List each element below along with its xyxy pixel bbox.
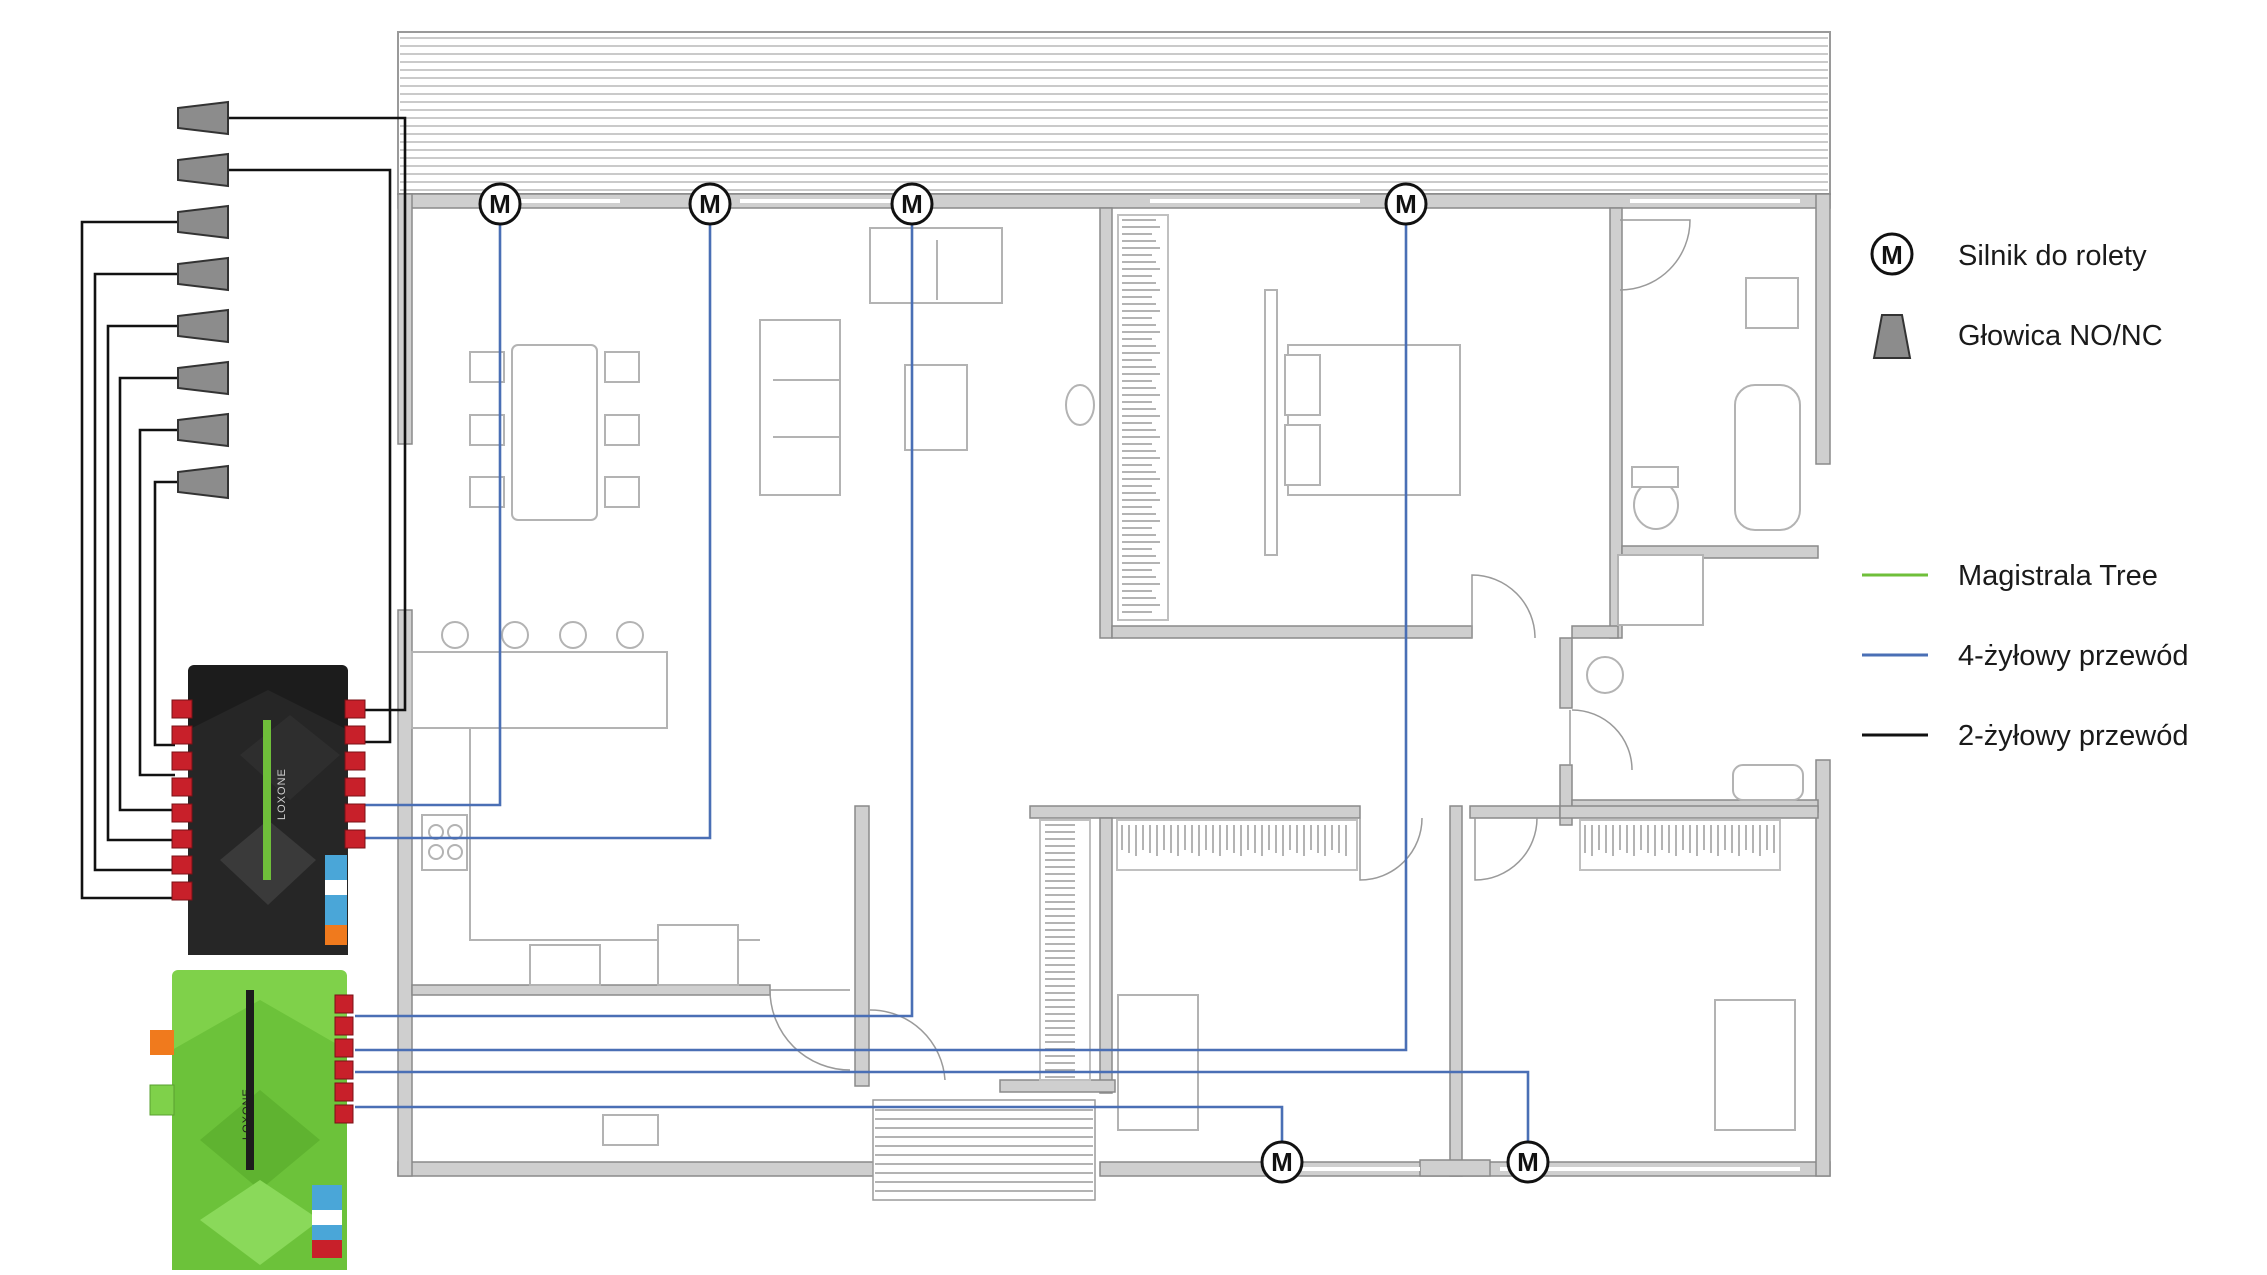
legend-motor-letter: M (1881, 240, 1903, 270)
terminal (171, 803, 193, 823)
terminal (171, 829, 193, 849)
motor-icon (478, 182, 522, 226)
shutter-motor: M (1506, 1140, 1550, 1184)
floor-plan (397, 31, 1831, 1201)
loxone-extension: LOXONE (149, 970, 354, 1270)
valve-head-icon (177, 308, 229, 344)
wardrobe-hatching (1045, 219, 1775, 1078)
legend-label-two-wire: 2-żyłowy przewód (1958, 720, 2188, 752)
valve-head-icon (177, 412, 229, 448)
valve-head-icon (177, 256, 229, 292)
loxone-miniserver: LOXONE (171, 665, 366, 955)
four-wire-cable (355, 1070, 1530, 1160)
miniserver-brand: LOXONE (276, 768, 288, 820)
legend-item-four-wire: 4-żyłowy przewód (1862, 640, 2188, 672)
legend-label-valve: Głowica NO/NC (1958, 320, 2163, 352)
shutter-motor: M (478, 182, 522, 226)
terminal (171, 725, 193, 745)
terminal (334, 1038, 354, 1058)
shutter-motors: M M M M M M (478, 182, 1550, 1184)
terminal (171, 751, 193, 771)
legend-item-tree: Magistrala Tree (1862, 560, 2158, 592)
terminal (344, 751, 366, 771)
valve-head-icon (177, 100, 229, 136)
valve-head-icon (177, 464, 229, 500)
valve-head-icon (177, 360, 229, 396)
terminal (334, 994, 354, 1014)
two-wire-cable (228, 116, 407, 712)
terminal (171, 855, 193, 875)
four-wire-cable (355, 205, 914, 1018)
valve-head-icon (177, 152, 229, 188)
motor-icon (1260, 1140, 1304, 1184)
terminal (334, 1104, 354, 1124)
extension-brand: LOXONE (241, 1088, 253, 1140)
terminal (344, 725, 366, 745)
motor-letter: M (699, 189, 721, 219)
two-wire-cable (118, 376, 228, 812)
two-wire-cable (80, 220, 228, 900)
motor-letter: M (489, 189, 511, 219)
two-wire-cable (106, 324, 228, 842)
shutter-motor: M (890, 182, 934, 226)
doors (769, 219, 1691, 1081)
two-wire-cable (93, 272, 228, 872)
four-wire-cable (355, 205, 1408, 1052)
terminal (334, 1060, 354, 1080)
legend-label-tree: Magistrala Tree (1958, 560, 2158, 592)
windows (500, 199, 1800, 1171)
terminal (334, 1082, 354, 1102)
shutter-motor: M (1384, 182, 1428, 226)
motor-icon (1384, 182, 1428, 226)
legend-label-four-wire: 4-żyłowy przewód (1958, 640, 2188, 672)
legend-label-motor: Silnik do rolety (1958, 240, 2147, 272)
terminal (344, 829, 366, 849)
motor-icon (890, 182, 934, 226)
terminal (344, 699, 366, 719)
legend-item-valve: Głowica NO/NC (1872, 314, 2163, 359)
legend-item-motor: M Silnik do rolety (1870, 232, 2147, 276)
shutter-motor: M (1260, 1140, 1304, 1184)
terminal (344, 803, 366, 823)
valve-head-icon (177, 204, 229, 240)
terminal (171, 699, 193, 719)
interior-walls (411, 207, 1819, 1177)
motor-letter: M (1517, 1147, 1539, 1177)
four-wire-cable (355, 205, 502, 807)
motor-icon (688, 182, 732, 226)
terminal (171, 777, 193, 797)
legend: M Silnik do rolety Głowica NO/NC Magistr… (1862, 232, 2188, 752)
terminal (171, 881, 193, 901)
two-wire-cable (228, 168, 392, 744)
motor-letter: M (1271, 1147, 1293, 1177)
terrace (397, 31, 1831, 195)
motor-letter: M (1395, 189, 1417, 219)
furniture (411, 214, 1804, 1146)
terminal (344, 777, 366, 797)
valve-heads (177, 100, 229, 500)
four-wire-cable (355, 205, 712, 840)
shutter-motor: M (688, 182, 732, 226)
motor-icon (1506, 1140, 1550, 1184)
motor-letter: M (901, 189, 923, 219)
legend-item-two-wire: 2-żyłowy przewód (1862, 720, 2188, 752)
legend-valve-icon (1872, 314, 1912, 359)
legend-motor-icon (1870, 232, 1914, 276)
terminal (334, 1016, 354, 1036)
entry-steps (872, 1099, 1096, 1201)
